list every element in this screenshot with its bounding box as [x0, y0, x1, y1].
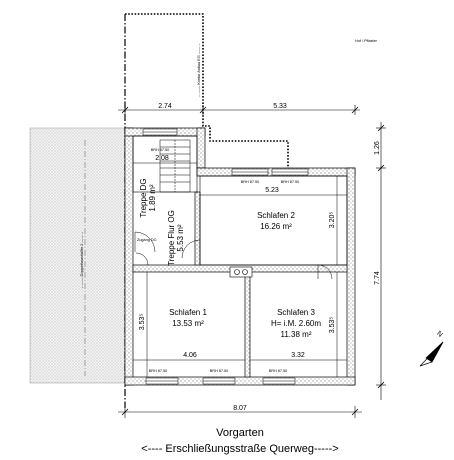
dim-bottom-right: 3.32: [291, 352, 305, 359]
room-schlafen3-height: H= i.M. 2.60m: [271, 319, 321, 328]
neighbour-house-area: [29, 127, 126, 384]
label-street: <---- Erschließungsstraße Querweg----->: [141, 443, 338, 455]
room-schlafen1-area: 13.53 m²: [172, 319, 204, 328]
stair-dg: [159, 139, 191, 193]
window-label-5: BRH 87.50: [210, 369, 229, 373]
room-schlafen2-name: Schlafen 2: [257, 211, 295, 220]
dim-right-top: 1.26: [374, 141, 381, 155]
room-treppe-flur-name: Treppe Flur OG: [167, 210, 176, 266]
label-zugang: Zugang DG: [137, 238, 157, 242]
interior-dims: [133, 162, 347, 377]
dim-stair-width: 2.08: [155, 155, 169, 162]
north-arrow-icon: N: [419, 330, 444, 367]
label-doppelhaus: ←—— Doppelhaushälfte 2 ——→: [80, 231, 84, 289]
windows: [142, 128, 309, 385]
dim-bottom-left: 4.06: [183, 352, 197, 359]
dim-right-total: 7.74: [374, 271, 381, 285]
dim-h-schlafen3: 3.53⁵: [329, 317, 336, 334]
radiator-fixture: [229, 266, 253, 278]
dim-top-right: 5.33: [273, 103, 287, 110]
room-treppe-flur-area: 5.53 m²: [176, 224, 185, 251]
window-label-1: BRH 87.50: [151, 148, 170, 152]
room-treppe-dg-name: Treppe DG: [139, 178, 148, 217]
walls: [124, 127, 356, 386]
contour-anbau-eg: [125, 13, 289, 168]
room-schlafen2-area: 16.26 m²: [260, 222, 292, 231]
svg-text:N: N: [435, 330, 443, 339]
room-schlafen3-name: Schlafen 3: [277, 308, 315, 317]
dim-total: 8.07: [233, 405, 247, 412]
window-label-4: BRH 87.50: [149, 369, 168, 373]
dim-h-schlafen2: 3.20⁵: [329, 212, 336, 229]
room-schlafen3-area: 11.38 m²: [281, 330, 312, 339]
doors: [134, 231, 333, 280]
dim-top-left: 2.74: [158, 103, 172, 110]
window-label-3: BRH 87.50: [281, 180, 300, 184]
room-outline-schlafen2: [199, 175, 348, 266]
label-vorgarten: Vorgarten: [216, 427, 264, 439]
room-treppe-dg-area: 1.89 m²: [148, 184, 157, 211]
dim-h-schlafen1: 3.53⁵: [139, 314, 146, 331]
label-kontur: ←—— Kontur Anbau EG ——→: [197, 43, 201, 98]
window-label-6: BRH 87.50: [269, 369, 288, 373]
label-hof: Hof / Pflaster: [355, 39, 378, 43]
window-label-2: BRH 87.50: [241, 180, 260, 184]
room-schlafen1-name: Schlafen 1: [169, 308, 207, 317]
dim-room-top: 5.23: [265, 187, 279, 194]
